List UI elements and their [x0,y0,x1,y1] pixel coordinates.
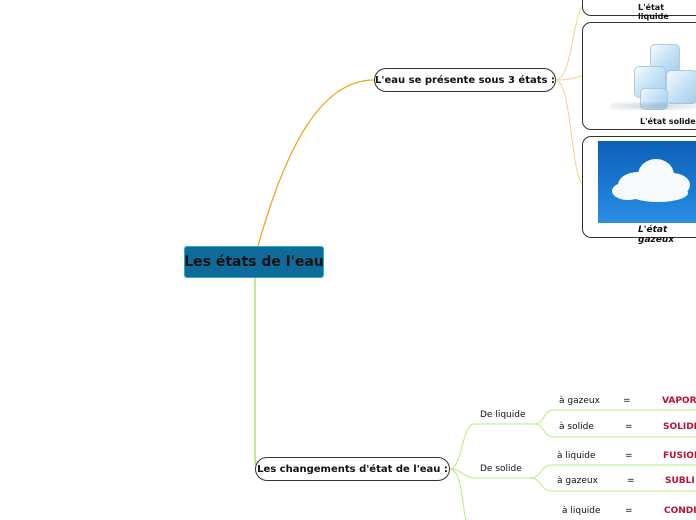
branch-changements-solide [449,468,475,479]
group-de-liquide-label: De liquide [480,410,526,420]
root-label: Les états de l'eau [184,254,324,270]
item-liquide-solide[interactable]: à solide [559,422,594,432]
card-etat-liquide[interactable] [582,0,696,16]
branch-changements-third [449,468,467,520]
branch-etats-liquide [555,4,584,81]
branch-changements-liquide [449,423,475,470]
eq-solide-liquide: = [625,451,633,461]
eq-solide-gazeux: = [627,476,635,486]
result-liquide-solide: SOLIDI [663,422,696,432]
topic-etats-label: L'eau se présente sous 3 états : [375,74,555,86]
branch-liquide-solide [533,423,696,438]
branch-root-etats [257,79,375,247]
ice-cubes-image [610,40,696,112]
caption-etat-gazeux: L'état gazeux [638,225,675,245]
topic-etats[interactable]: L'eau se présente sous 3 états : [374,68,556,92]
branch-etats-solide [555,75,584,81]
topic-changements-label: Les changements d'état de l'eau : [257,463,448,475]
item-liquide-gazeux[interactable]: à gazeux [559,396,600,406]
result-solide-gazeux: SUBLI [665,476,695,486]
branch-etats-gazeux [555,79,584,187]
group-de-solide[interactable]: De solide [480,462,522,476]
result-third-liquide: CONDI [664,506,696,516]
result-liquide-gazeux: VAPOR [662,396,696,406]
cloud-icon [612,159,690,202]
branch-solide-liquide [529,464,696,479]
sky-image [598,141,696,223]
ice-cube-right [666,70,696,104]
topic-changements[interactable]: Les changements d'état de l'eau : [255,457,450,481]
group-de-liquide[interactable]: De liquide [480,408,526,422]
caption-etat-solide: L'état solide [640,117,696,126]
eq-third-liquide: = [625,506,633,516]
eq-liquide-gazeux: = [623,396,631,406]
root-topic[interactable]: Les états de l'eau [184,246,324,278]
ice-shadow [610,102,696,110]
group-de-solide-label: De solide [480,464,522,474]
eq-liquide-solide: = [625,422,633,432]
branch-liquide-gazeux [533,409,696,425]
item-solide-gazeux[interactable]: à gazeux [557,476,598,486]
caption-etat-liquide: L'état liquide [638,3,669,21]
branch-solide-gazeux [529,477,696,492]
item-solide-liquide[interactable]: à liquide [557,451,596,461]
result-solide-liquide: FUSION [663,451,696,461]
branch-root-changements [254,278,265,470]
item-third-liquide[interactable]: à liquide [562,506,601,516]
